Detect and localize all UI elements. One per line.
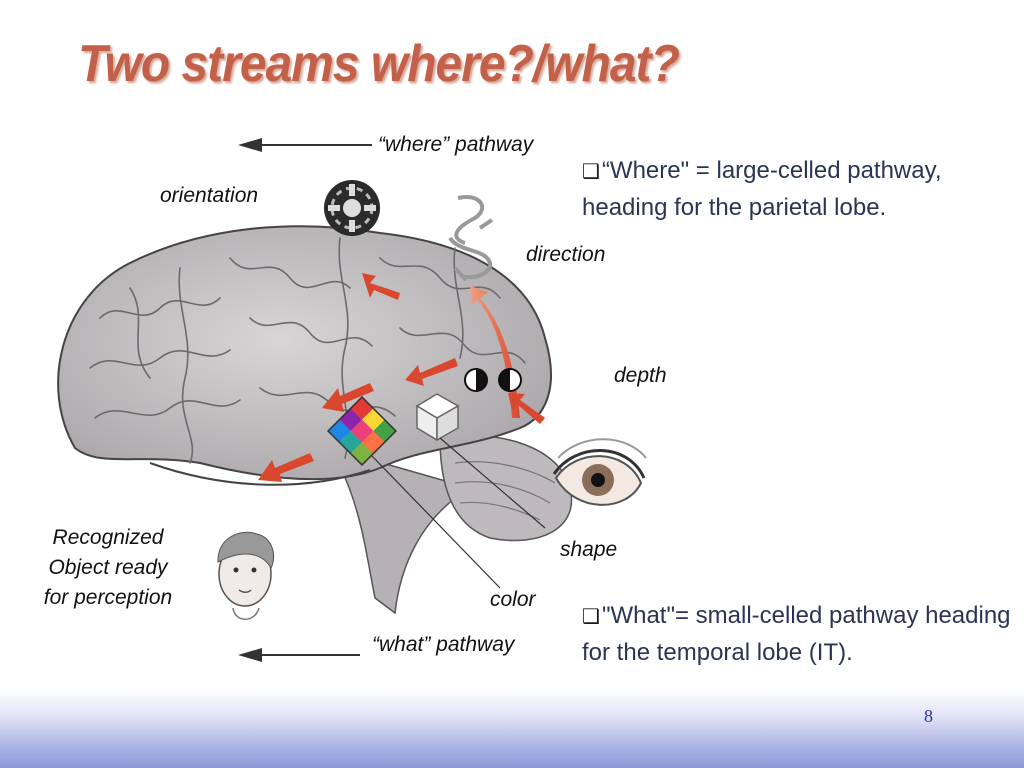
bullet-what: ❑"What"= small-celled pathway heading fo…	[582, 598, 1018, 670]
shape-label: shape	[560, 538, 618, 561]
checkbox-bullet-icon: ❑	[582, 606, 600, 628]
recognized-line-2: Object ready	[48, 556, 168, 579]
label-leaders	[371, 437, 546, 589]
brain-stem	[328, 434, 573, 615]
footer-band	[0, 690, 1024, 768]
brain-illustration	[57, 138, 647, 662]
where-pathway-label: “where” pathway	[378, 133, 534, 156]
page-number: 8	[924, 706, 933, 726]
checkbox-bullet-icon: ❑	[582, 161, 600, 183]
eye-icon	[552, 438, 647, 506]
direction-label: direction	[526, 243, 606, 266]
bullet-what-text: "What"= small-celled pathway heading for…	[582, 602, 1011, 666]
color-grid-icon	[326, 395, 398, 467]
child-face-icon	[217, 531, 275, 620]
depth-label: depth	[614, 364, 667, 387]
slide-title: Two streams where?/what?	[78, 35, 680, 93]
recognized-line-1: Recognized	[52, 526, 164, 549]
what-pathway-label: “what” pathway	[372, 633, 515, 656]
orientation-disc-icon	[324, 180, 380, 236]
bullet-where-text: “Where" = large-celled pathway, heading …	[582, 157, 942, 221]
recognized-line-3: for perception	[43, 586, 173, 609]
what-pathway-arrow	[238, 648, 360, 662]
recognized-object-label: Recognized Object ready for perception	[18, 523, 198, 613]
direction-spiral-icon	[448, 195, 494, 282]
pathway-arrows	[258, 273, 545, 482]
color-label: color	[490, 588, 536, 611]
depth-eyes-icon	[464, 368, 522, 392]
bullet-where: ❑“Where" = large-celled pathway, heading…	[582, 153, 1018, 225]
brain-diagram: “where” pathway orientation direction de…	[0, 118, 702, 690]
where-pathway-arrow	[238, 138, 372, 152]
orientation-label: orientation	[160, 184, 259, 207]
cube-icon	[415, 393, 460, 442]
